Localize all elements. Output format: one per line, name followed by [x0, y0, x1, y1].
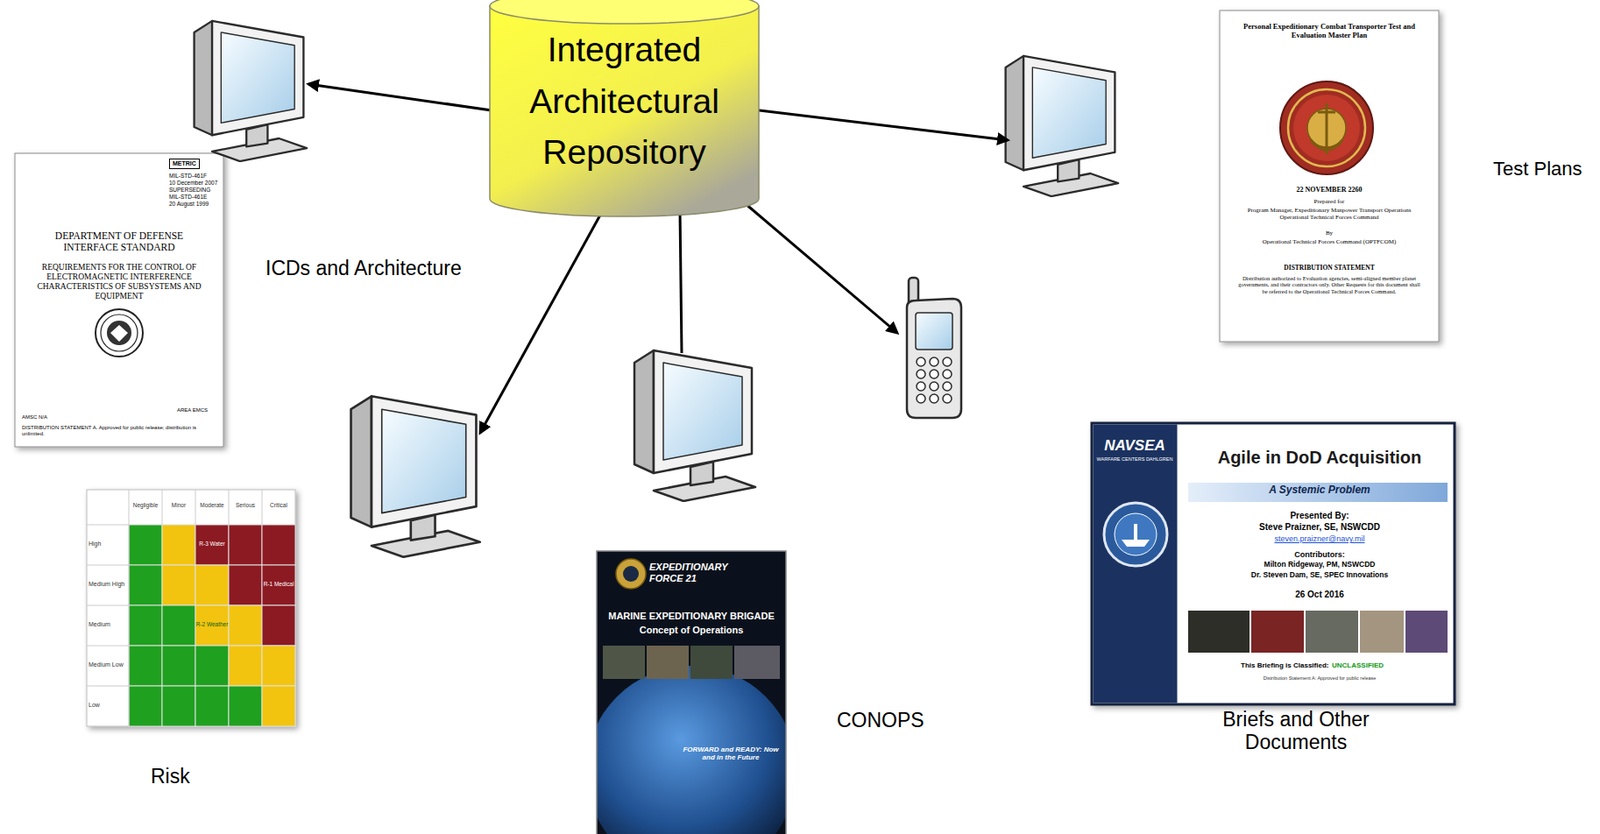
document-text: Distribution authorized to Evaluation ag… [1237, 275, 1422, 295]
document-caption: Briefs and Other Documents [1208, 707, 1384, 755]
conops-document: CONOPSEXPEDITIONARY FORCE 21MARINE EXPED… [596, 551, 786, 834]
document-text: AMSC N/A [21, 414, 48, 421]
document-text: METRIC [169, 158, 200, 170]
conops-cover [586, 551, 797, 834]
risk-table-text: Moderate [195, 502, 229, 509]
document-text: Personal Expeditionary Combat Transporte… [1237, 22, 1422, 41]
slide-text: UNCLASSIFIED [1331, 661, 1384, 670]
briefing-document: Briefs and Other DocumentsNAVSEAWARFARE … [1091, 423, 1455, 705]
risk-table-text: Negligible [128, 502, 163, 509]
monitor-icon [634, 350, 756, 502]
document-text: 20 August 1999 [169, 200, 209, 207]
document-caption: ICDs and Architecture [265, 256, 462, 280]
monitor-icon [194, 21, 308, 162]
slide-text: WARFARE CENTERS DAHLGREN [1095, 456, 1175, 462]
risk-table-text: Medium [88, 621, 128, 629]
cover-text: MARINE EXPEDITIONARY BRIGADE [601, 610, 781, 623]
arrow [744, 108, 1008, 141]
document-text: AREA EMCS [176, 407, 208, 414]
slide-text: steven.praizner@navy.mil [1189, 534, 1450, 544]
risk-table-text: R-3 Water [195, 540, 229, 547]
document-text: Prepared for [1219, 198, 1439, 206]
slide-text: Milton Ridgeway, PM, NSWCDD [1189, 560, 1450, 570]
document-caption: Test Plans [1493, 157, 1583, 180]
slide-text: Agile in DoD Acquisition [1189, 447, 1450, 468]
slide-text: NAVSEA [1095, 437, 1175, 455]
monitor-icon [351, 396, 481, 557]
document-text: REQUIREMENTS FOR THE CONTROL OF ELECTROM… [31, 262, 207, 302]
document-text: 22 NOVEMBER 2260 [1219, 185, 1439, 194]
document-text: DISTRIBUTION STATEMENT A. Approved for p… [21, 424, 217, 438]
icd-document: ICDs and ArchitectureMETRICMIL-STD-461F1… [14, 153, 224, 447]
icd-document-page [14, 153, 224, 447]
slide-text: Dr. Steven Dam, SE, SPEC Innovations [1189, 571, 1450, 581]
document-text: MIL-STD-461E [169, 193, 207, 200]
cover-text: Concept of Operations [601, 624, 781, 637]
slide-text: Steve Praizner, SE, NSWCDD [1189, 522, 1450, 533]
slide-text: This Briefing is Classified: [1240, 661, 1329, 670]
arrow [744, 203, 898, 333]
risk-table-text: Minor [162, 502, 196, 509]
document-text: Program Manager, Expeditionary Manpower … [1241, 206, 1417, 221]
cylinder-body [489, 6, 759, 217]
arrow [308, 84, 504, 113]
arrow [480, 210, 603, 433]
dod-seal [95, 309, 143, 357]
slide-text: A Systemic Problem [1189, 484, 1450, 497]
slide-text: Presented By: [1189, 510, 1450, 522]
repository-label: Integrated Architectural Repository [514, 24, 735, 179]
risk-matrix-document: RiskNegligibleMinorModerateSeriousCritic… [86, 489, 296, 727]
risk-table-text: Serious [228, 502, 262, 509]
document-text: 10 December 2007 [169, 179, 218, 186]
risk-table-text: Critical [261, 502, 296, 509]
briefing-slide [1091, 423, 1455, 705]
document-text: DISTRIBUTION STATEMENT [1219, 264, 1439, 273]
document-caption: CONOPS [836, 708, 925, 732]
slide-text: Distribution Statement A: Approved for p… [1189, 675, 1450, 681]
risk-matrix [86, 489, 296, 727]
monitor-icon [1005, 56, 1119, 197]
risk-table-text: R-2 Weather [195, 621, 229, 628]
cover-text: EXPEDITIONARY FORCE 21 [649, 561, 746, 584]
slide-text: Contributors: [1189, 550, 1450, 560]
risk-table-text: R-1 Medical [261, 580, 296, 588]
document-text: Operational Technical Forces Command (OP… [1241, 238, 1417, 246]
document-text: SUPERSEDING [169, 186, 211, 193]
command-seal [1280, 81, 1374, 175]
arrow-line [679, 210, 682, 354]
risk-table-text: High [88, 540, 128, 548]
test-plan-document: Test PlansPersonal Expeditionary Combat … [1219, 10, 1439, 342]
document-text: By [1219, 229, 1439, 237]
cover-text: FORWARD and READY: Now and in the Future [680, 745, 781, 762]
risk-table-text: Medium High [88, 580, 128, 588]
cylinder-top [489, 0, 759, 24]
slide-text: 26 Oct 2016 [1189, 589, 1450, 601]
document-caption: Risk [150, 764, 191, 788]
risk-table-text: Medium Low [88, 661, 128, 669]
risk-table-text: Low [88, 701, 128, 709]
document-text: DEPARTMENT OF DEFENSE INTERFACE STANDARD [40, 230, 199, 254]
document-text: MIL-STD-461F [169, 172, 207, 179]
repository-cylinder: Integrated Architectural Repository [488, 0, 761, 220]
test-plan-page [1219, 10, 1439, 342]
phone-icon [906, 277, 962, 418]
